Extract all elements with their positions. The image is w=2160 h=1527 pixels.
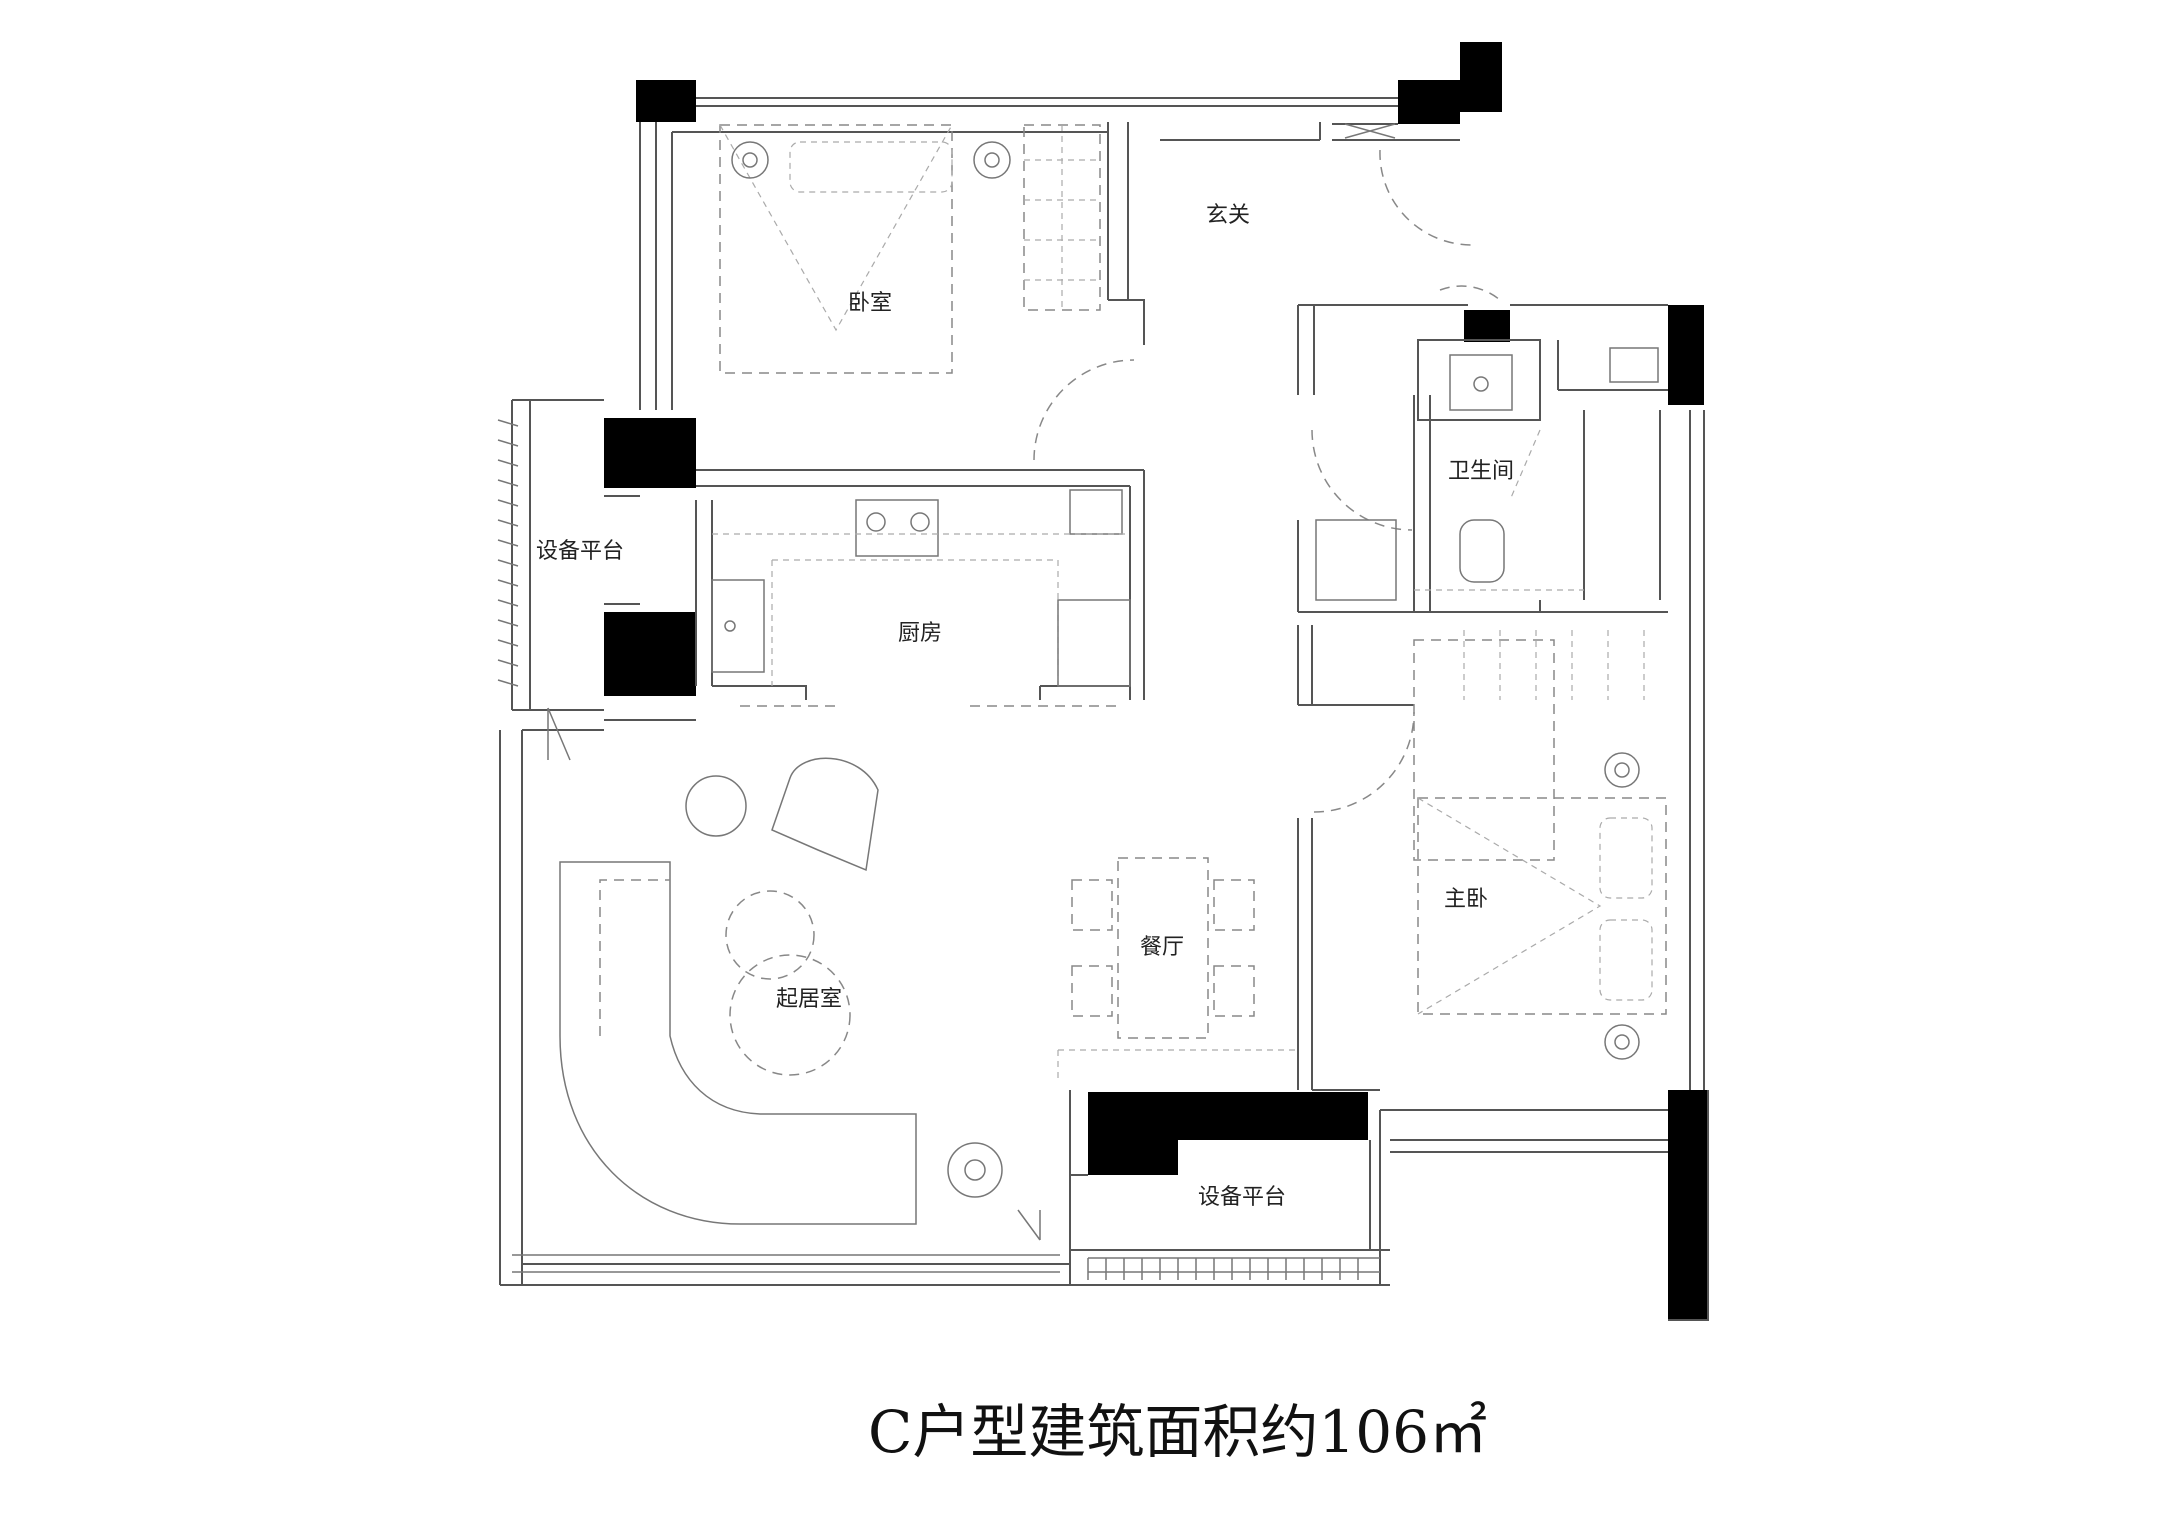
label-kitchen: 厨房 <box>898 621 942 646</box>
label-equipment-platform-bottom: 设备平台 <box>1198 1185 1286 1210</box>
label-entrance: 玄关 <box>1206 203 1250 228</box>
label-bathroom: 卫生间 <box>1448 459 1514 484</box>
dining-furniture <box>1057 857 1298 1082</box>
plan-caption: C户型建筑面积约106㎡ <box>868 1398 1488 1466</box>
windows <box>497 123 1396 1280</box>
room-labels: 玄关 卧室 卫生间 厨房 设备平台 餐厅 起居室 主卧 设备平台 <box>536 203 1514 1210</box>
doors <box>547 149 1501 1241</box>
label-master-bedroom: 主卧 <box>1444 887 1488 912</box>
structural-columns <box>604 42 1708 1320</box>
label-equipment-platform-left: 设备平台 <box>536 539 624 564</box>
living-furniture <box>559 757 1003 1225</box>
master-bedroom-furniture <box>1413 630 1667 1060</box>
label-living: 起居室 <box>776 987 842 1012</box>
bedroom-furniture <box>719 124 1101 374</box>
label-bedroom: 卧室 <box>848 291 892 316</box>
walls <box>499 97 1709 1321</box>
kitchen-fixtures <box>711 489 1131 707</box>
label-dining: 餐厅 <box>1140 935 1184 960</box>
bathroom-fixtures <box>1315 347 1659 601</box>
